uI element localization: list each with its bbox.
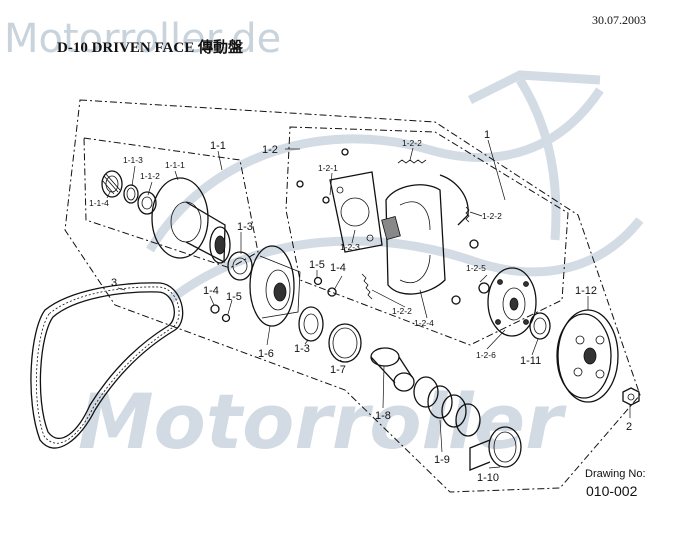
clutch-spring-right bbox=[465, 206, 470, 223]
diagram-title: D-10 DRIVEN FACE 傳動盤 bbox=[57, 38, 244, 56]
callout-1-2-6: 1-2-6 bbox=[476, 350, 496, 360]
callout-1-2-2-right: 1-2-2 bbox=[482, 211, 502, 221]
callout-1-2-1: 1-2-1 bbox=[318, 163, 338, 173]
callout-1-10: 1-10 bbox=[477, 472, 499, 484]
guide-pin-left bbox=[210, 304, 231, 323]
diagram-date: 30.07.2003 bbox=[592, 13, 646, 27]
torque-spring bbox=[413, 376, 481, 437]
callout-1-1-1: 1-1-1 bbox=[165, 160, 185, 170]
callout-1-12: 1-12 bbox=[575, 285, 597, 297]
washer bbox=[469, 239, 490, 294]
callout-1-1: 1-1 bbox=[210, 140, 226, 152]
sliding-driven-face bbox=[249, 245, 301, 327]
callout-1-8: 1-8 bbox=[375, 410, 391, 422]
ball-bearing bbox=[137, 191, 157, 215]
spacer-ring bbox=[529, 312, 551, 340]
driven-face-shaft bbox=[151, 177, 231, 264]
watermark-top: Motorroller.de bbox=[4, 16, 281, 62]
callout-1-7: 1-7 bbox=[330, 364, 346, 376]
watermark-bottom: Motorroller bbox=[78, 377, 567, 466]
watermark-logo-icon bbox=[146, 70, 644, 304]
callout-1-5-left: 1-5 bbox=[226, 291, 242, 303]
clutch-carrier-plate bbox=[487, 267, 537, 337]
callout-1-2: 1-2 bbox=[262, 144, 278, 156]
needle-bearing bbox=[101, 170, 123, 198]
lock-nut bbox=[622, 387, 640, 406]
spring-collar bbox=[370, 347, 415, 392]
clutch-plate bbox=[329, 171, 383, 253]
oil-seal-lower bbox=[298, 306, 324, 342]
clutch-spring-upper bbox=[397, 159, 427, 164]
callout-1-4-right: 1-4 bbox=[330, 262, 346, 274]
assembly-boundary-outer bbox=[64, 99, 641, 493]
drive-belt bbox=[30, 282, 184, 449]
callout-1-1-4: 1-1-4 bbox=[89, 198, 109, 208]
drawing-number-label: Drawing No: bbox=[585, 468, 646, 480]
callout-1-5-right: 1-5 bbox=[309, 259, 325, 271]
callout-1-6: 1-6 bbox=[258, 348, 274, 360]
oil-seal-upper bbox=[227, 251, 253, 281]
callout-2: 2 bbox=[626, 421, 632, 433]
drawing-number-value: 010-002 bbox=[586, 483, 638, 499]
leader-lines bbox=[106, 139, 631, 469]
clutch-outer-bell bbox=[556, 309, 619, 403]
callout-1-3-lower: 1-3 bbox=[294, 343, 310, 355]
callout-1-2-2-bottom: 1-2-2 bbox=[392, 306, 412, 316]
clutch-group-boundary bbox=[285, 126, 569, 346]
callout-3: 3 bbox=[111, 277, 117, 289]
spring-seat bbox=[469, 426, 522, 471]
callout-1-9: 1-9 bbox=[434, 454, 450, 466]
callout-1-3-upper: 1-3 bbox=[237, 221, 253, 233]
callout-1-11: 1-11 bbox=[520, 355, 541, 367]
callout-1-2-5: 1-2-5 bbox=[466, 263, 486, 273]
callout-1-2-4: 1-2-4 bbox=[414, 318, 434, 328]
circlip bbox=[123, 184, 139, 204]
callout-1-1-2: 1-1-2 bbox=[140, 171, 160, 181]
driven-face-boundary bbox=[83, 137, 259, 269]
callout-labels: 1 1-1 1-1-1 1-1-2 1-1-3 1-1-4 1-2 1-2-1 … bbox=[89, 129, 632, 484]
o-ring bbox=[328, 323, 362, 363]
clutch-shoes bbox=[381, 174, 469, 305]
callout-1-1-3: 1-1-3 bbox=[123, 155, 143, 165]
guide-pin-right bbox=[313, 276, 337, 297]
clutch-pin-bolts bbox=[296, 148, 349, 204]
clutch-spring-lower bbox=[361, 273, 373, 300]
callout-1-4-left: 1-4 bbox=[203, 285, 219, 297]
callout-1-2-2-top: 1-2-2 bbox=[402, 138, 422, 148]
callout-1: 1 bbox=[484, 129, 490, 141]
callout-1-2-3: 1-2-3 bbox=[340, 242, 360, 252]
